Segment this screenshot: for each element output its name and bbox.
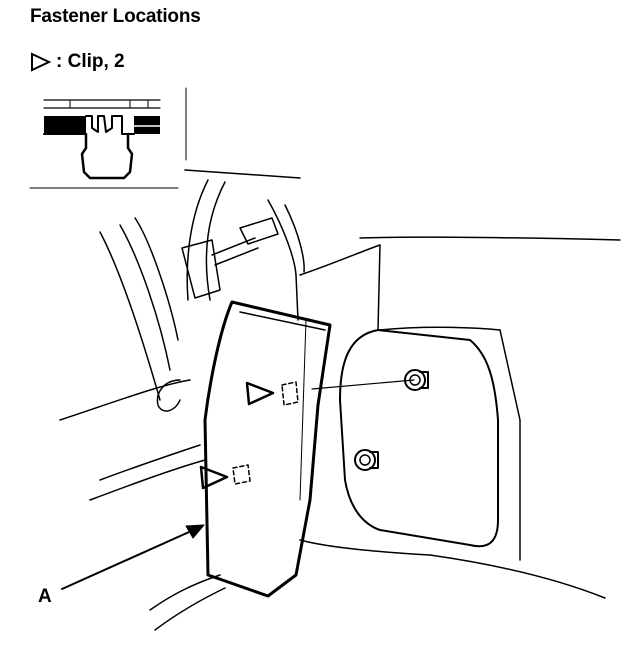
clip-detail-inset: [29, 87, 187, 189]
vehicle-body-outline: [59, 169, 621, 631]
clip-location-upper: [245, 379, 415, 406]
callout-label-a: A: [38, 586, 52, 607]
clip-location-lower: [199, 464, 251, 490]
legend-label: : Clip, 2: [56, 51, 125, 72]
callout-a-leader: [61, 524, 205, 590]
page-title: Fastener Locations: [30, 6, 201, 27]
triangle-icon: [31, 52, 52, 72]
panel-a: [203, 300, 332, 598]
mounting-bracket: [339, 329, 499, 548]
fastener-legend: : Clip, 2: [30, 50, 125, 74]
